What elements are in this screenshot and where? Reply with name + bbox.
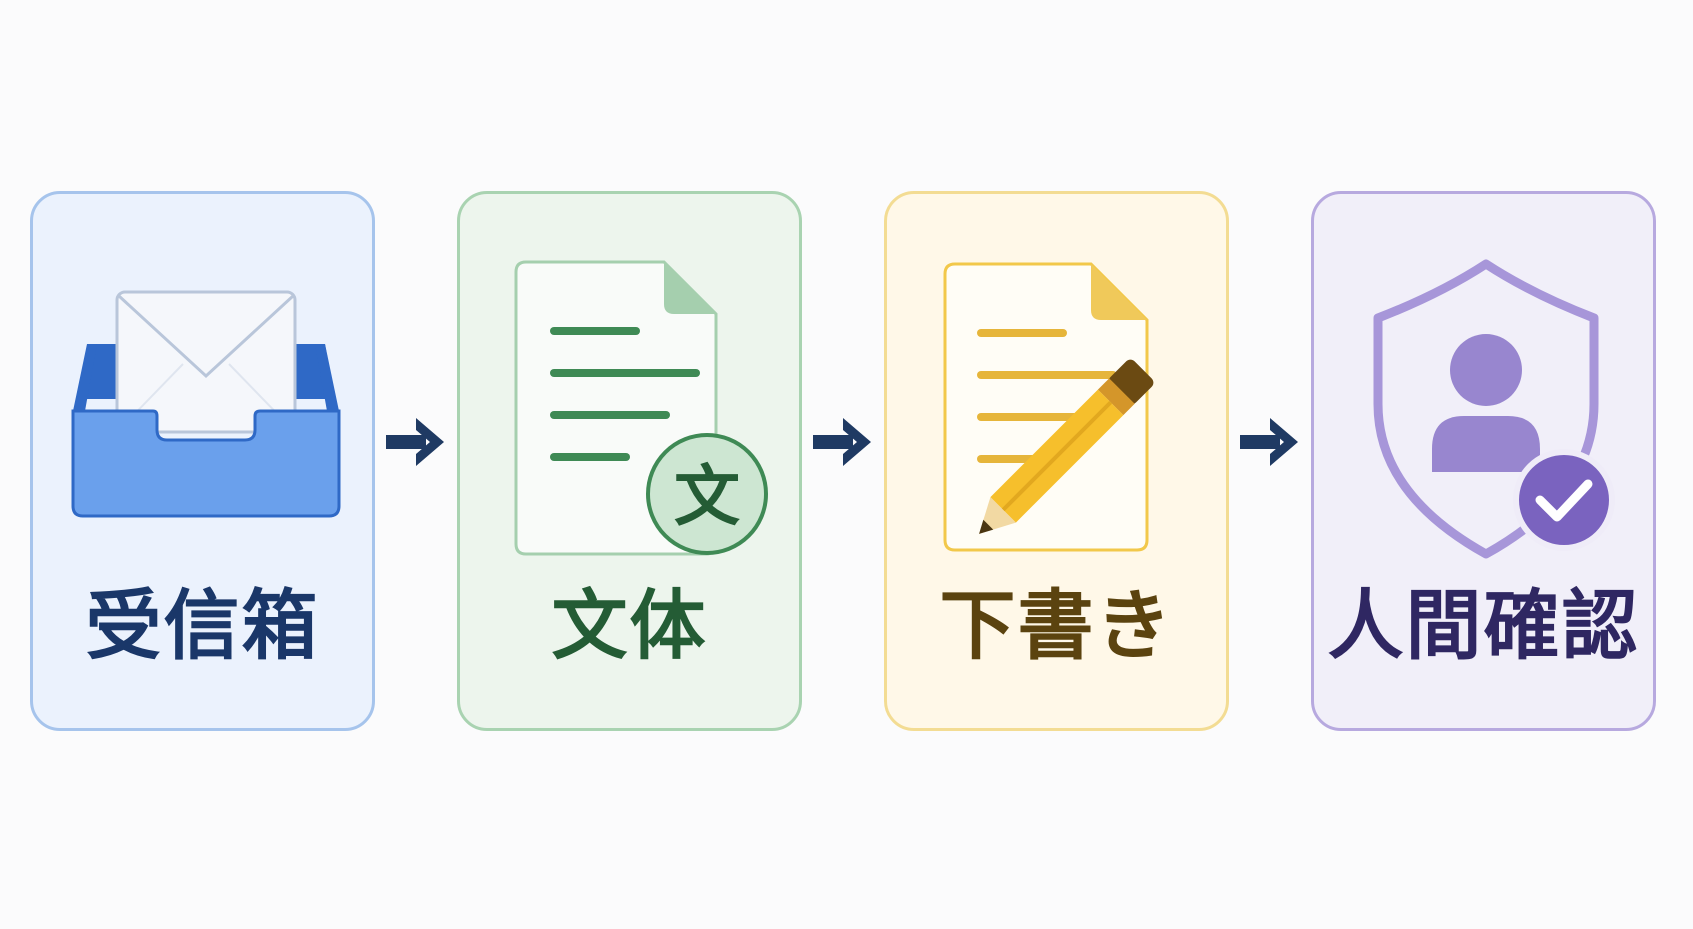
arrow-right-icon (386, 418, 444, 466)
step-label-review: 人間確認 (1327, 581, 1640, 670)
shield-user-check-icon (1314, 194, 1659, 584)
step-label-draft: 下書き (939, 581, 1174, 670)
step-label-inbox: 受信箱 (85, 581, 320, 670)
step-card-review: 人間確認 (1311, 191, 1656, 731)
arrow-right-icon (1240, 418, 1298, 466)
step-card-draft: 下書き (884, 191, 1229, 731)
document-translate-icon: 文 (460, 194, 805, 584)
step-card-style: 文 文体 (457, 191, 802, 731)
inbox-tray-icon (33, 194, 378, 584)
arrow-right-icon (813, 418, 871, 466)
document-pencil-icon (887, 194, 1232, 584)
step-card-inbox: 受信箱 (30, 191, 375, 731)
step-label-style: 文体 (551, 581, 708, 670)
style-badge-glyph: 文 (674, 458, 740, 535)
